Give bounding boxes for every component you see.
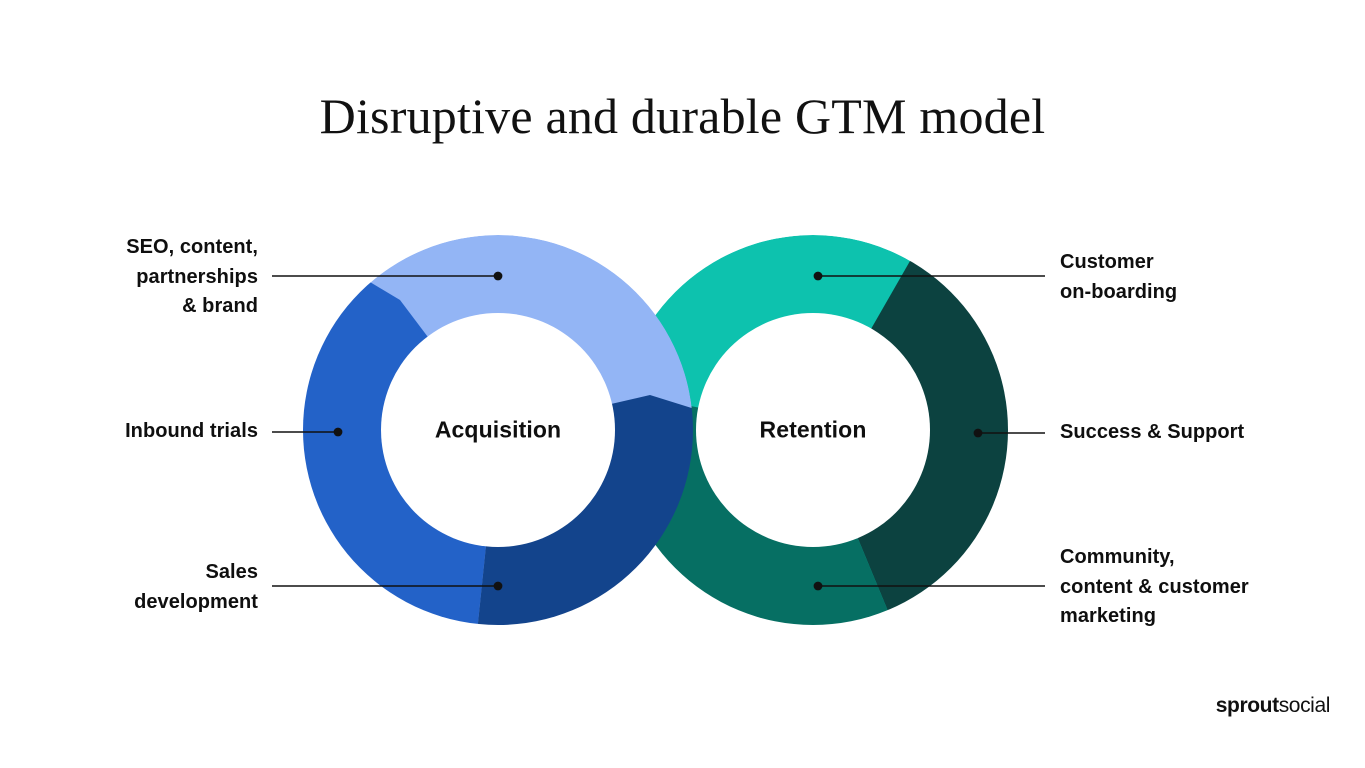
callout-seo-content-partnerships-brand[interactable]: SEO, content, partnerships & brand	[126, 236, 258, 318]
leader-dot-sales	[493, 581, 503, 591]
segment-inbound-trials[interactable]	[250, 240, 498, 700]
segment-success-and-support[interactable]	[813, 261, 1070, 640]
leader-dot-inbound	[333, 427, 343, 437]
leader-dot-seo	[493, 271, 503, 281]
logo-sprout-text: sprout	[1215, 694, 1279, 717]
callout-inbound-trials[interactable]: Inbound trials	[125, 420, 258, 442]
logo-social-text: social	[1278, 694, 1331, 717]
leader-lines	[272, 275, 1045, 587]
retention-ring	[570, 235, 1070, 680]
leader-dot-onboarding	[813, 271, 823, 281]
page-title: Disruptive and durable GTM model	[319, 88, 1046, 144]
leader-dot-community	[813, 581, 823, 591]
segment-sales-development[interactable]	[470, 395, 730, 700]
callout-community-content-customer-marketing[interactable]: Community, content & customer marketing	[1060, 546, 1249, 628]
callout-sales-development[interactable]: Sales development	[134, 561, 258, 613]
ring-caption-acquisition: Acquisition	[434, 416, 562, 443]
callout-success-and-support[interactable]: Success & Support	[1060, 421, 1245, 443]
ring-caption-retention: Retention	[759, 416, 867, 443]
leader-dot-success	[973, 428, 983, 438]
callout-customer-on-boarding[interactable]: Customer on-boarding	[1060, 251, 1178, 303]
acquisition-ring	[250, 235, 730, 700]
sprout-social-logo: sproutsocial	[1215, 694, 1331, 718]
leader-dots	[333, 271, 983, 591]
